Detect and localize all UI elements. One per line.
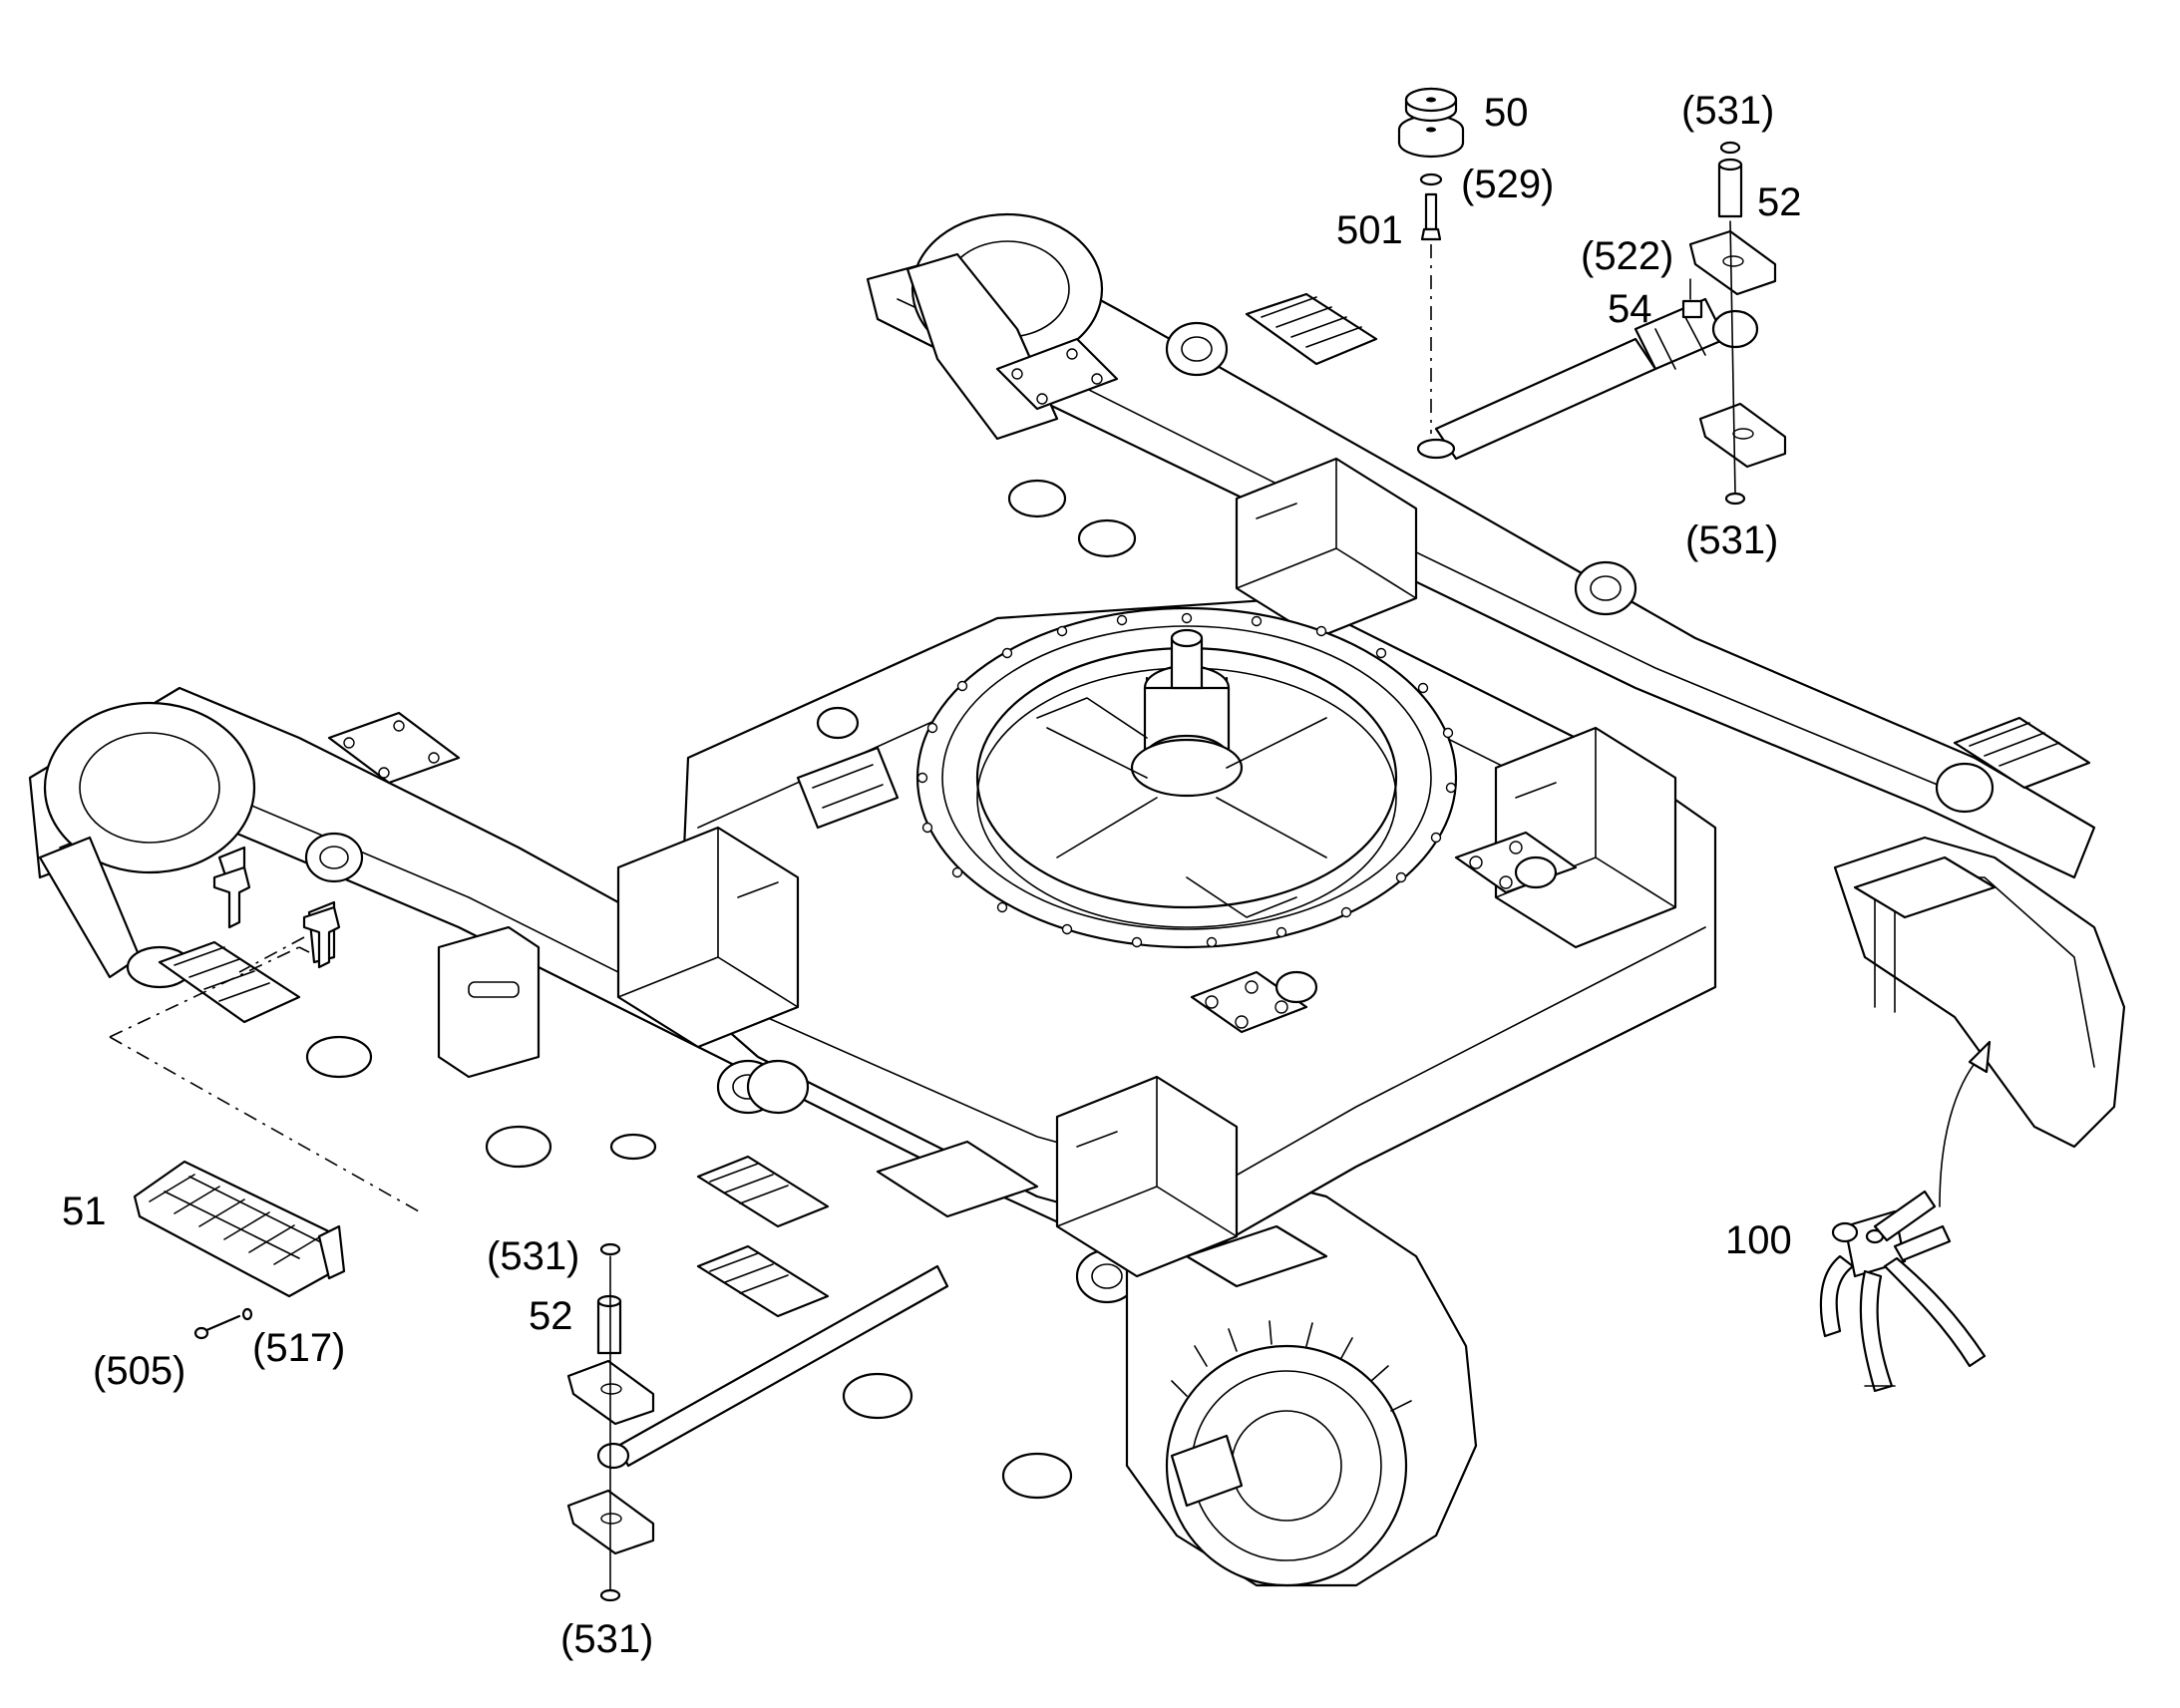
step-outline-dashed [109,946,420,1212]
part-54-lube-fitting [1681,278,1703,319]
callout-531-left: (531) [487,1234,579,1278]
part-505-screw [193,1314,241,1340]
arrow-100 [1968,1040,1992,1074]
cushion-seat [1416,438,1456,460]
part-52-pin-left [596,1294,622,1355]
callout-54: 54 [1608,287,1652,331]
part-531-circlip-bottom [599,1588,621,1602]
center-carbody [437,457,1997,1288]
track-width-cylinder-rear [1434,297,1759,461]
callout-531-right: (531) [1685,518,1778,562]
part-50-rubber-cushion [1397,87,1465,159]
step-bracket-b [302,905,341,969]
part-517-washer [241,1307,253,1321]
part-531-circlip-top [1719,141,1741,155]
callout-505: (505) [93,1349,185,1393]
callout-52-top: 52 [1757,180,1802,224]
part-52-pin-top [1717,158,1743,218]
callout-50: 50 [1484,91,1529,135]
part-531-circlip-left [599,1242,621,1256]
callout-501: 501 [1336,208,1403,252]
callout-529: (529) [1461,163,1554,206]
part-51-step [133,1160,346,1298]
ring-bolt-holes [916,612,1457,948]
rear-track-frame [866,212,2126,1149]
track-width-cylinder-front [596,1264,949,1470]
callout-522: (522) [1581,234,1673,278]
step-bracket-a [212,865,251,929]
callout-531-bottom: (531) [560,1617,653,1661]
callout-52-left: 52 [529,1294,573,1338]
leader-step-bracket [238,936,305,973]
leader-100 [1939,1056,1981,1207]
part-529-washer [1419,172,1443,186]
part-531-circlip-mid [1724,492,1746,506]
callout-100: 100 [1725,1218,1792,1262]
part-100-hose-assembly [1819,1190,1987,1393]
leader-pin-top [1729,220,1736,495]
callout-517: (517) [252,1326,345,1370]
callout-531-top: (531) [1681,89,1774,133]
callout-51: 51 [62,1190,107,1233]
part-501-bolt [1420,192,1442,241]
